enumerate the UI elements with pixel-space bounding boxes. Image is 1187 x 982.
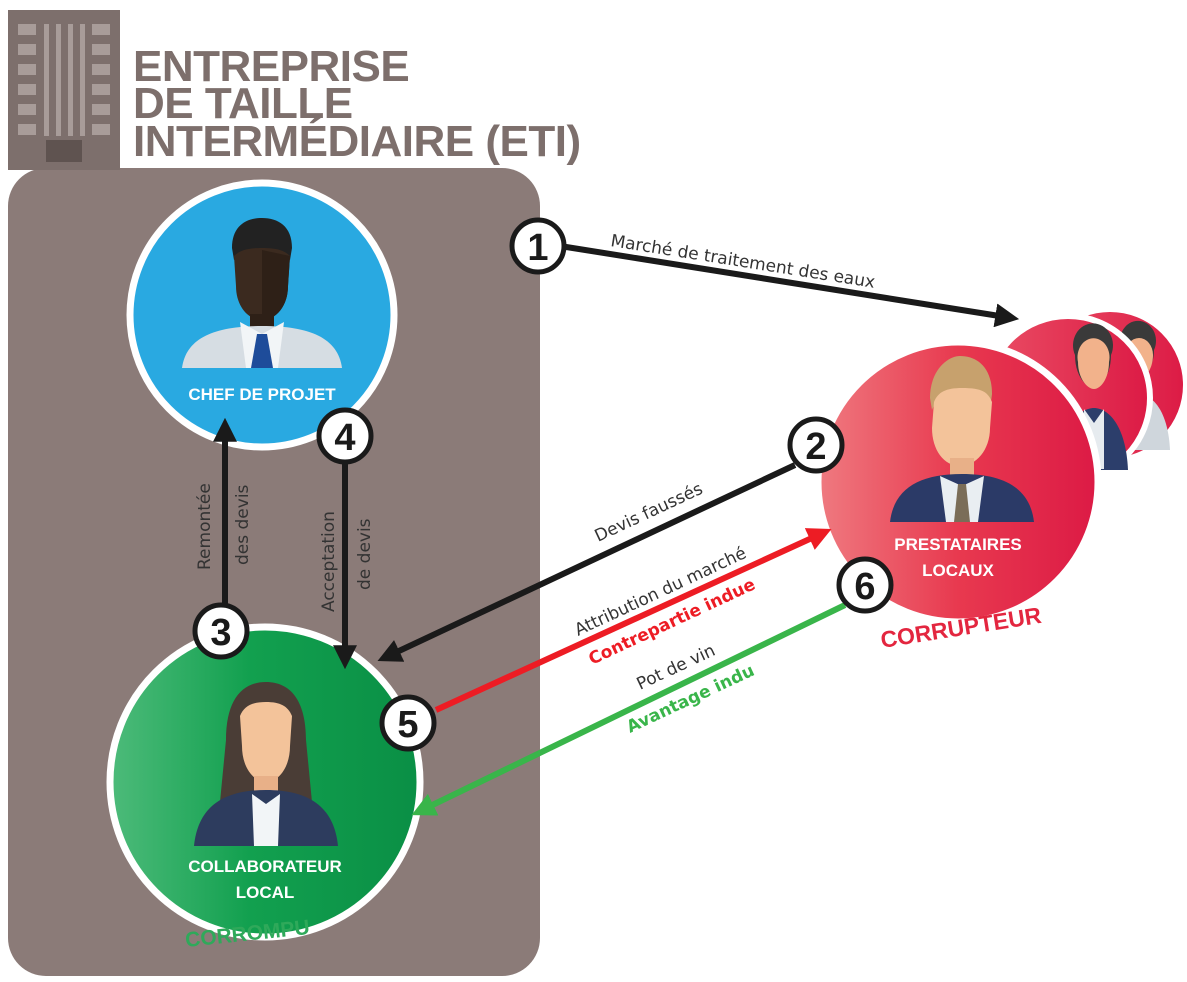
office-building-icon [8,10,120,170]
step-1-number: 1 [527,227,548,269]
man-avatar-icon [182,218,342,368]
chef-label: CHEF DE PROJET [188,385,336,404]
step-4-text-2: de devis [355,518,375,590]
prestataires-label-2: LOCAUX [922,561,994,580]
step-3-number: 3 [210,612,231,654]
man-avatar-icon [890,356,1034,522]
collaborateur-label-2: LOCAL [236,883,295,902]
step-6-badge: 6 [836,556,894,614]
step-3-text-1: Remontée [195,483,215,570]
step-6-number: 6 [854,566,875,608]
arrow-5 [434,528,832,713]
woman-avatar-icon [194,682,338,846]
collaborateur-label-1: COLLABORATEUR [188,857,342,876]
arrow-1 [559,243,1020,328]
step-5-badge: 5 [379,694,437,752]
step-4-text-1: Acceptation [319,511,339,612]
title-line-3: INTERMÉDIAIRE (ETI) [133,116,581,166]
step-3-text-2: des devis [233,484,253,565]
title-line-1: ENTREPRISE [133,42,409,91]
step-4-number: 4 [334,417,355,459]
step-5-number: 5 [397,704,418,746]
collaborateur-node: COLLABORATEUR LOCAL [106,623,424,941]
step-1-badge: 1 [509,217,567,275]
step-3-badge: 3 [192,602,250,660]
arrow-6 [411,602,847,816]
step-2-number: 2 [805,426,826,468]
step-2-badge: 2 [787,416,845,474]
arrow-2 [377,462,797,662]
prestataires-label-1: PRESTATAIRES [894,535,1022,554]
title-line-2: DE TAILLE [133,79,353,128]
prestataires-node: PRESTATAIRES LOCAUX [814,338,1102,626]
chef-node: CHEF DE PROJET [126,179,398,451]
step-4-badge: 4 [316,407,374,465]
